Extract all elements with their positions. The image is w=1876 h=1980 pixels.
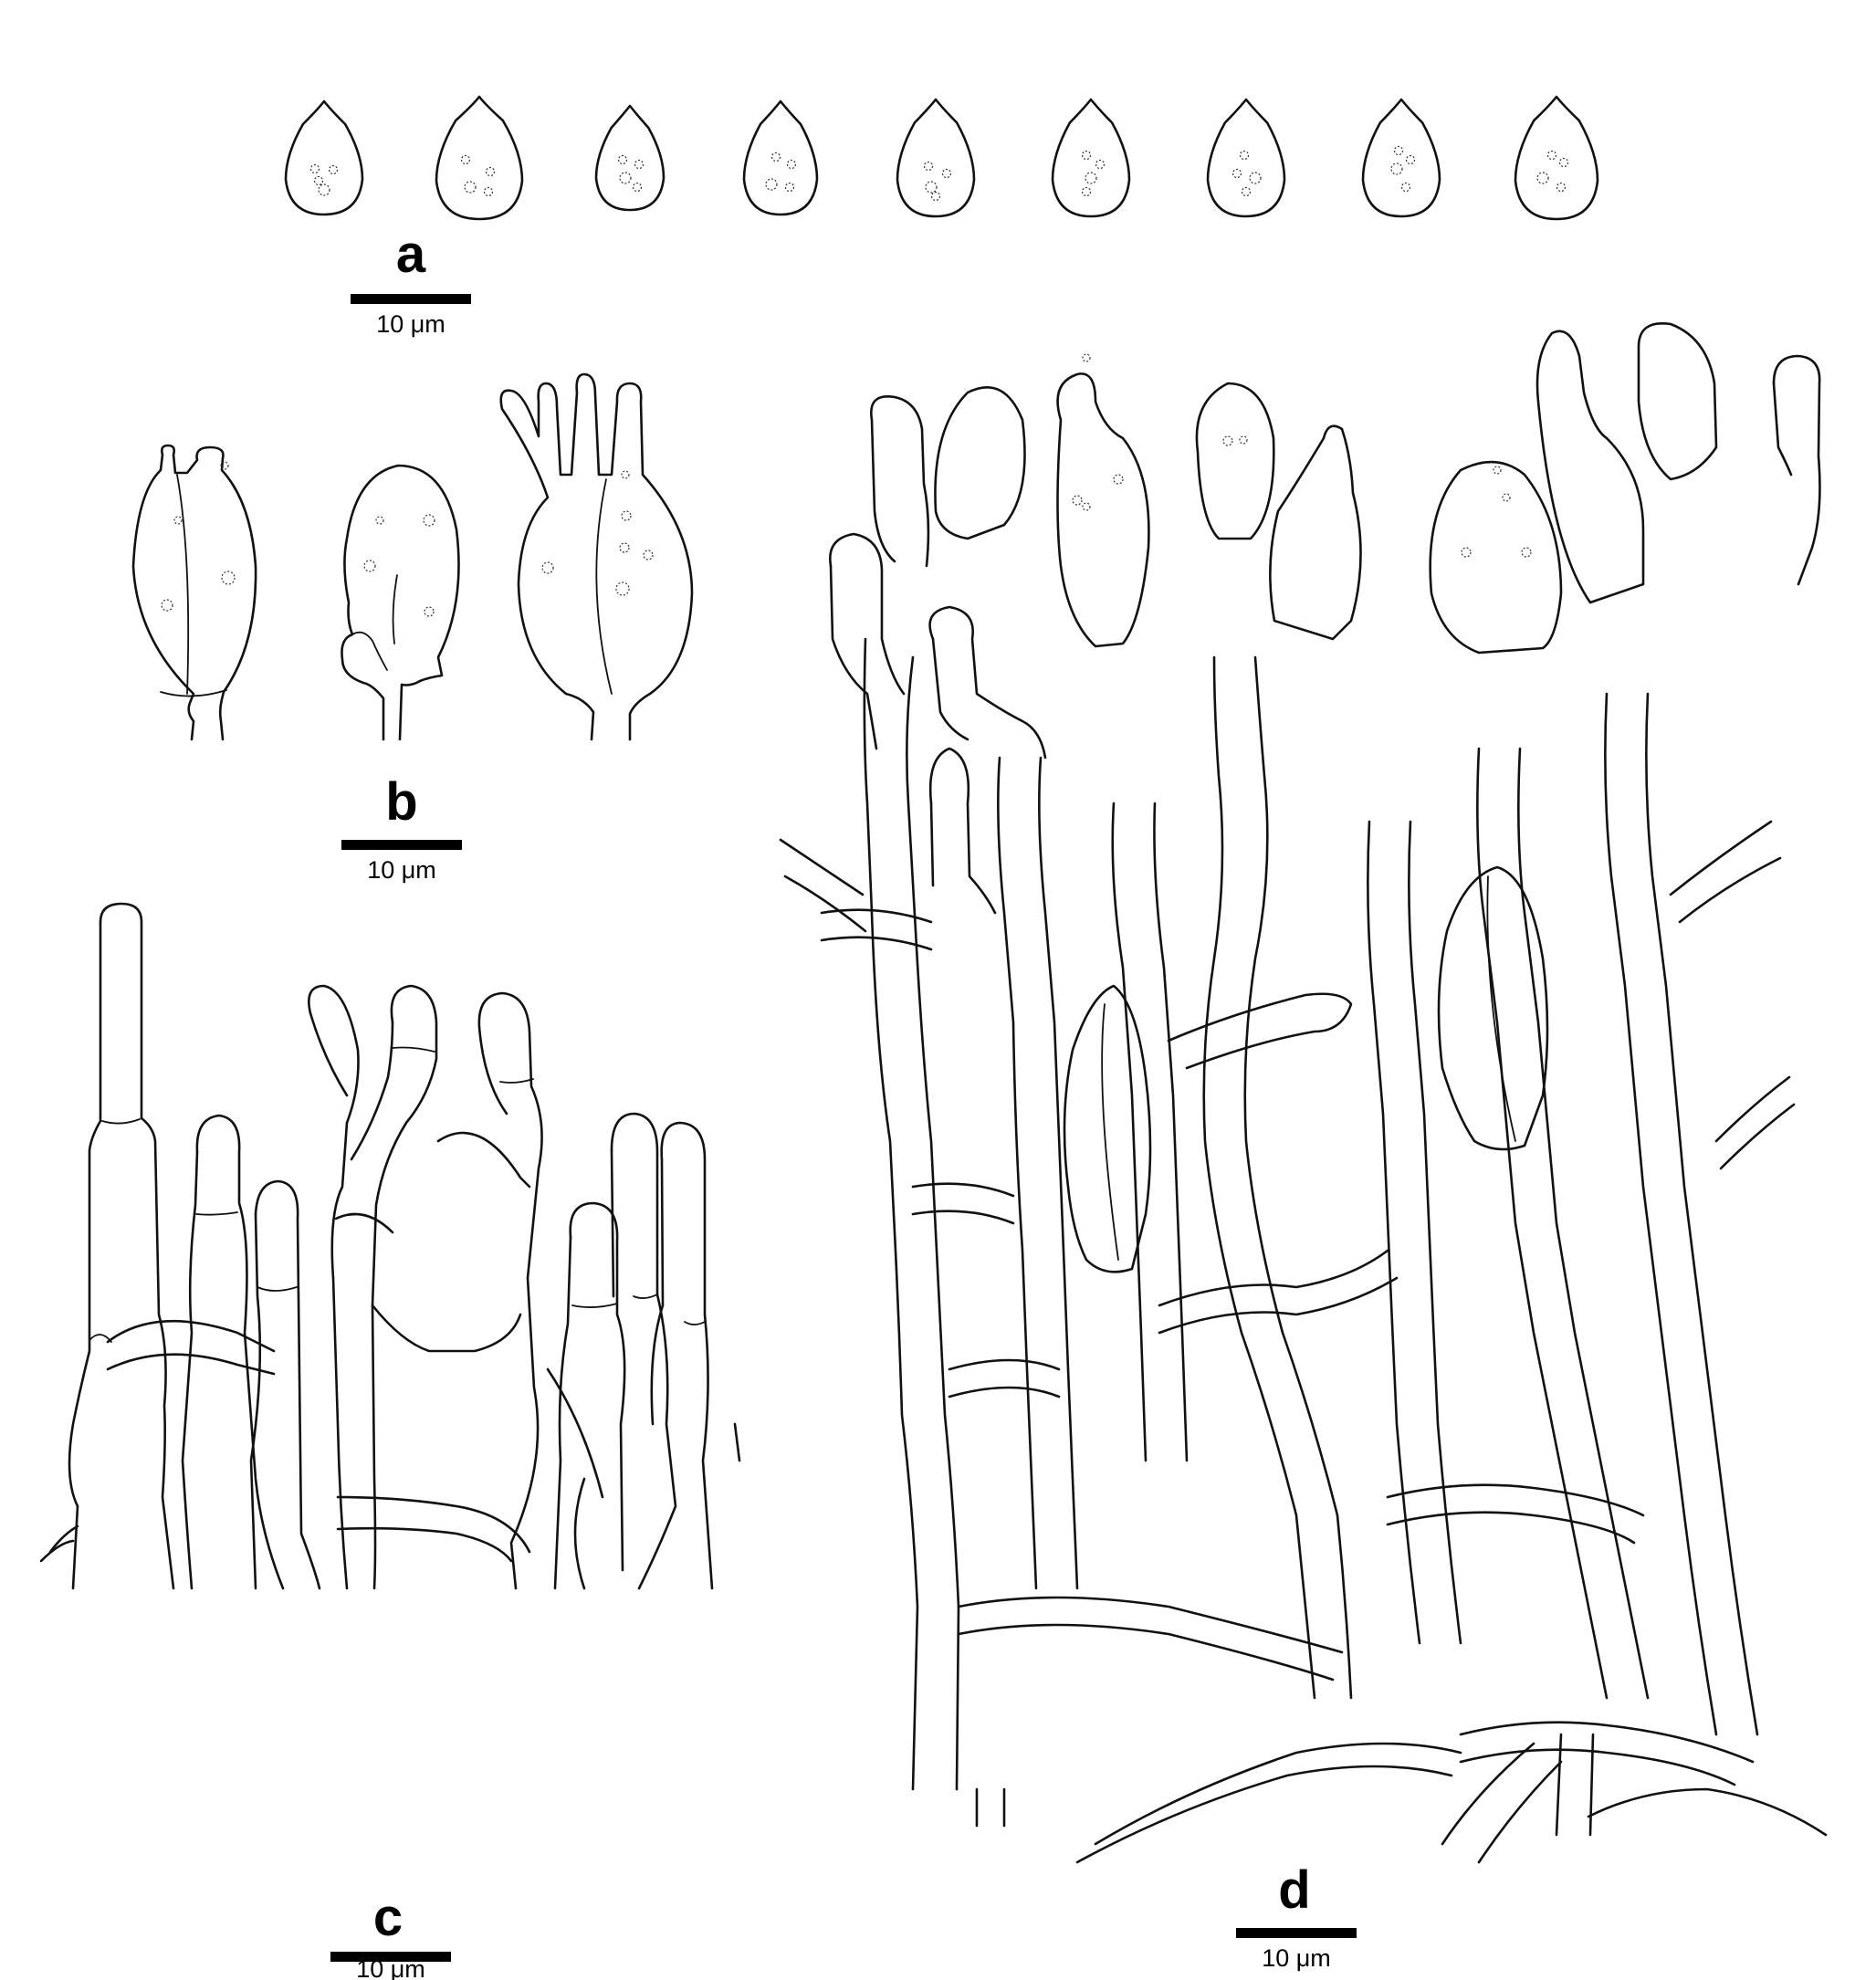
spore [1051, 98, 1131, 218]
spore [1514, 95, 1599, 221]
spore [1206, 98, 1286, 218]
panel-a-letter: a [396, 225, 426, 284]
spore-guttule [1390, 162, 1403, 175]
panel-d-letter: d [1278, 1860, 1310, 1920]
spore-guttule [1239, 150, 1250, 161]
hyphae-network-c [39, 902, 741, 1590]
spore-guttule [328, 164, 339, 175]
panel-a-scale-bar [351, 294, 471, 304]
spore-guttule [313, 175, 324, 186]
panel-a-spores: a 10 μm [284, 95, 1599, 338]
spore [284, 100, 364, 216]
spore-guttule [1081, 186, 1092, 197]
spore [594, 104, 666, 212]
basidium-two-sterigmata [131, 444, 257, 741]
basidium-with-spore [341, 464, 460, 741]
spore-guttule [318, 183, 330, 196]
panel-b-scale-bar [341, 840, 462, 850]
spore-guttule [930, 191, 941, 202]
spore-guttule [634, 159, 645, 170]
spore-guttule [1249, 172, 1262, 184]
spore-guttule [483, 186, 494, 197]
spore-guttule [617, 154, 628, 165]
spore-guttule [925, 181, 938, 194]
spore-guttule [632, 182, 643, 193]
spore-guttule [1546, 150, 1557, 161]
panel-a-scale-text: 10 μm [376, 310, 445, 338]
spore-guttule [619, 172, 632, 184]
basidium-four-sterigmata [499, 372, 694, 741]
spore-guttule [1231, 168, 1242, 179]
spore-guttule [464, 181, 477, 194]
spore-guttule [1085, 172, 1097, 184]
spore-guttule [460, 154, 471, 165]
spore [742, 100, 819, 216]
spore-guttule [1558, 157, 1569, 168]
spore-guttule [923, 161, 934, 172]
spore-guttule [1081, 150, 1092, 161]
spore-guttule [765, 178, 778, 191]
spore-guttule [941, 168, 952, 179]
panel-b-letter: b [385, 772, 417, 832]
spore-guttule [1393, 145, 1404, 156]
spore [896, 98, 976, 218]
spore-row [284, 95, 1599, 221]
panel-d-hymenium: d 10 μm [779, 321, 1828, 1972]
spore-guttule [786, 159, 797, 170]
spore-guttule [1400, 182, 1411, 193]
spore-guttule [1556, 182, 1567, 193]
spore [1361, 98, 1441, 218]
panel-d-scale-bar [1236, 1928, 1357, 1938]
spore-guttule [485, 166, 496, 177]
panel-c-letter: c [373, 1888, 403, 1947]
panel-d-scale-text: 10 μm [1262, 1944, 1331, 1972]
spore-guttule [1405, 154, 1416, 165]
hymenium-network-d [779, 321, 1828, 1864]
panel-b-basidia: b 10 μm [131, 372, 694, 884]
panel-c-scale-text: 10 μm [356, 1955, 425, 1980]
spore-guttule [1536, 172, 1549, 184]
spore-guttule [309, 163, 320, 174]
panel-b-scale-text: 10 μm [367, 856, 436, 884]
spore-guttule [770, 152, 781, 162]
panel-c-scale-bar [330, 1952, 451, 1962]
spore [435, 95, 524, 221]
spore-guttule [1095, 159, 1106, 170]
spore-guttule [784, 182, 795, 193]
panel-c-hyphae: c 10 μm [39, 902, 741, 1980]
spore-guttule [1241, 186, 1252, 197]
